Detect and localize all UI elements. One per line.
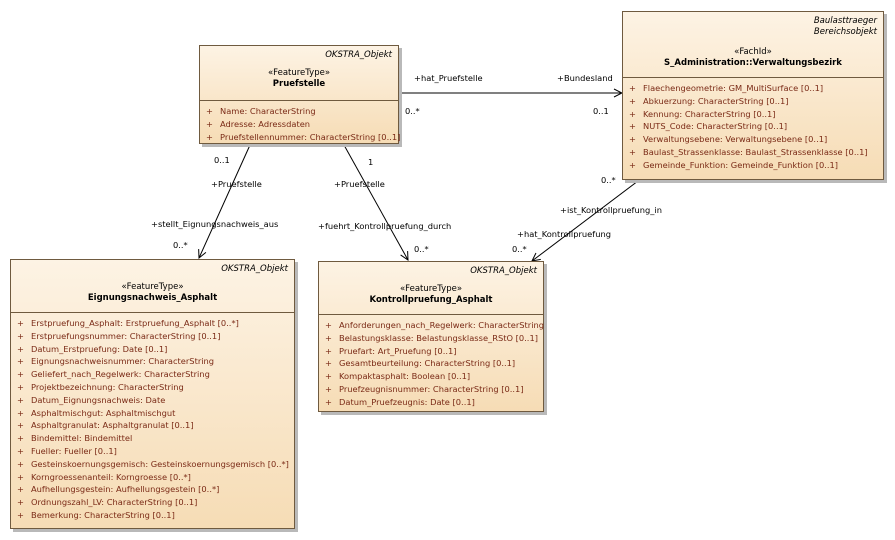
- attribute-row: +Asphaltmischgut: Asphaltmischgut: [17, 407, 176, 418]
- class-header: «FeatureType» Kontrollpruefung_Asphalt: [319, 262, 543, 306]
- attribute-row: +Datum_Pruefzeugnis: Date [0..1]: [325, 396, 475, 407]
- class-header: «FeatureType» Pruefstelle: [200, 46, 398, 90]
- multiplicity-label: 1: [368, 157, 374, 167]
- stereotype-label: «FachId»: [734, 47, 772, 57]
- role-pruefstelle: +Pruefstelle: [211, 179, 262, 189]
- class-kontrollpruefung-asphalt[interactable]: OKSTRA_Objekt «FeatureType» Kontrollprue…: [318, 261, 544, 412]
- stereotype-label: «FeatureType»: [267, 68, 331, 78]
- stereotype-bereichsobjekt: Bereichsobjekt: [813, 27, 877, 37]
- attribute-row: +Gemeinde_Funktion: Gemeinde_Funktion [0…: [629, 159, 839, 170]
- attribute-row: +Asphaltgranulat: Asphaltgranulat [0..1]: [17, 420, 194, 431]
- assoc-pruefstelle-eignungsnachweis: [199, 145, 250, 258]
- multiplicity-label: 0..*: [512, 244, 527, 254]
- attribute-row: +Verwaltungsebene: Verwaltungsebene [0..…: [629, 134, 828, 145]
- multiplicity-label: 0..1: [593, 106, 609, 116]
- stereotype-baulasttraeger: Baulasttraeger: [813, 16, 877, 26]
- attribute-row: +Korngroessenanteil: Korngroesse [0..*]: [17, 471, 191, 482]
- attribute-row: +Aufhellungsgestein: Aufhellungsgestein …: [17, 484, 220, 495]
- attribute-row: +Pruefzeugnisnummer: CharacterString [0.…: [325, 383, 524, 394]
- class-eignungsnachweis-asphalt[interactable]: OKSTRA_Objekt «FeatureType» Eignungsnach…: [10, 259, 295, 529]
- class-verwaltungsbezirk[interactable]: Baulasttraeger Bereichsobjekt «FachId» S…: [622, 11, 884, 180]
- attribute-list: +Flaechengeometrie: GM_MultiSurface [0..…: [623, 77, 883, 179]
- attribute-row: +Datum_Erstpruefung: Date [0..1]: [17, 343, 168, 354]
- role-fuehrt-kontrollpruefung-durch: +fuehrt_Kontrollpruefung_durch: [318, 221, 452, 231]
- role-hat-kontrollpruefung: +hat_Kontrollpruefung: [517, 229, 611, 239]
- stereotype-label: «FeatureType»: [399, 284, 463, 294]
- assoc-pruefstelle-kontrollpruefung: [344, 145, 408, 260]
- base-stereotypes: Baulasttraeger Bereichsobjekt: [814, 16, 877, 38]
- attribute-list: +Erstpruefung_Asphalt: Erstpruefung_Asph…: [11, 312, 294, 528]
- role-stellt-eignungsnachweis-aus: +stellt_Eignungsnachweis_aus: [151, 219, 279, 229]
- base-stereotype: OKSTRA_Objekt: [325, 50, 392, 60]
- attribute-row: +Pruefstellennummer: CharacterString [0.…: [206, 131, 401, 142]
- multiplicity-label: 0..1: [214, 155, 230, 165]
- multiplicity-label: 0..*: [405, 106, 420, 116]
- attribute-row: +Kompaktasphalt: Boolean [0..1]: [325, 371, 471, 382]
- attribute-row: +Pruefart: Art_Pruefung [0..1]: [325, 345, 457, 356]
- role-pruefstelle: +Pruefstelle: [334, 179, 385, 189]
- attribute-row: +Flaechengeometrie: GM_MultiSurface [0..…: [629, 83, 824, 93]
- multiplicity-label: 0..*: [414, 244, 429, 254]
- attribute-row: +Name: CharacterString: [206, 106, 316, 116]
- attribute-row: +Fueller: Fueller [0..1]: [17, 445, 117, 456]
- attribute-row: +Eignungsnachweisnummer: CharacterString: [17, 356, 215, 367]
- class-name: Kontrollpruefung_Asphalt: [369, 295, 493, 305]
- attribute-row: +Baulast_Strassenklasse: Baulast_Strasse…: [629, 146, 868, 157]
- attribute-row: +Datum_Eignungsnachweis: Date: [17, 394, 166, 405]
- assoc-verwaltungsbezirk-kontrollpruefung: [532, 181, 638, 261]
- class-name: Eignungsnachweis_Asphalt: [87, 293, 218, 303]
- role-bundesland: +Bundesland: [557, 73, 613, 83]
- attribute-row: +Adresse: Adressdaten: [206, 118, 311, 129]
- stereotype-label: «FeatureType»: [121, 282, 184, 292]
- class-pruefstelle[interactable]: OKSTRA_Objekt «FeatureType» Pruefstelle …: [199, 45, 401, 144]
- attribute-row: +Ordnungszahl_LV: CharacterString [0..1]: [17, 497, 198, 508]
- attribute-row: +Abkuerzung: CharacterString [0..1]: [629, 95, 789, 106]
- attribute-list: +Name: CharacterString +Adresse: Adressd…: [200, 100, 401, 143]
- base-stereotype: OKSTRA_Objekt: [221, 264, 288, 274]
- attribute-row: +Belastungsklasse: Belastungsklasse_RStO…: [325, 332, 538, 343]
- multiplicity-label: 0..*: [601, 175, 616, 185]
- attribute-row: +Gesteinskoernungsgemisch: Gesteinskoern…: [17, 458, 289, 469]
- attribute-row: +Kennung: CharacterString [0..1]: [629, 108, 776, 119]
- class-header: «FeatureType» Eignungsnachweis_Asphalt: [11, 260, 294, 304]
- class-name: Pruefstelle: [272, 79, 326, 89]
- attribute-row: +Gesamtbeurteilung: CharacterString [0..…: [325, 358, 516, 369]
- class-header: «FachId» S_Administration::Verwaltungsbe…: [623, 12, 883, 69]
- role-hat-pruefstelle: +hat_Pruefstelle: [414, 73, 483, 83]
- attribute-row: +Geliefert_nach_Regelwerk: CharacterStri…: [17, 369, 210, 380]
- attribute-row: +Erstpruefung_Asphalt: Erstpruefung_Asph…: [17, 318, 239, 328]
- role-ist-kontrollpruefung-in: +ist_Kontrollpruefung_in: [560, 205, 662, 215]
- attribute-row: +Projektbezeichnung: CharacterString: [17, 381, 184, 392]
- attribute-row: +Erstpruefungsnummer: CharacterString [0…: [17, 330, 221, 341]
- class-name: S_Administration::Verwaltungsbezirk: [664, 58, 842, 68]
- attribute-row: +NUTS_Code: CharacterString [0..1]: [629, 121, 788, 132]
- attribute-row: +Bemerkung: CharacterString [0..1]: [17, 509, 175, 520]
- multiplicity-label: 0..*: [173, 240, 188, 250]
- attribute-row: +Anforderungen_nach_Regelwerk: Character…: [325, 320, 545, 330]
- attribute-row: +Bindemittel: Bindemittel: [17, 433, 133, 444]
- base-stereotype: OKSTRA_Objekt: [470, 266, 537, 276]
- attribute-list: +Anforderungen_nach_Regelwerk: Character…: [319, 314, 545, 411]
